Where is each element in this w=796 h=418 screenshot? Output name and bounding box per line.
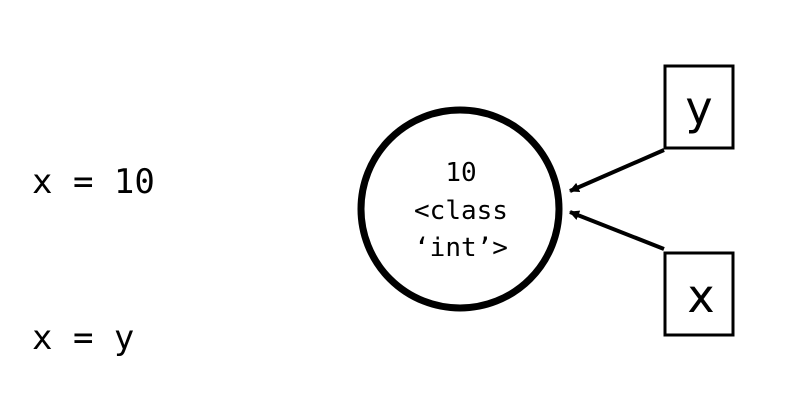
arrow-x-to-object: [569, 210, 665, 251]
variable-y-label: y: [685, 81, 712, 135]
variable-x: x: [663, 251, 735, 337]
code-snippet: x = 10 x = y: [32, 52, 155, 416]
object-type-line-2: ‘int’>: [414, 233, 508, 263]
int-object: 10 <class ‘int’>: [357, 106, 563, 312]
variable-y-box: [663, 64, 735, 150]
variable-x-label: x: [687, 269, 714, 323]
variable-x-box: [663, 251, 735, 337]
code-line-2: x = y: [32, 318, 135, 358]
object-value: 10: [445, 158, 476, 188]
arrow-y-to-object: [569, 148, 665, 193]
code-line-1: x = 10: [32, 162, 155, 202]
variable-y: y: [663, 64, 735, 150]
object-type-line-1: <class: [414, 196, 508, 226]
object-circle: [357, 106, 563, 312]
